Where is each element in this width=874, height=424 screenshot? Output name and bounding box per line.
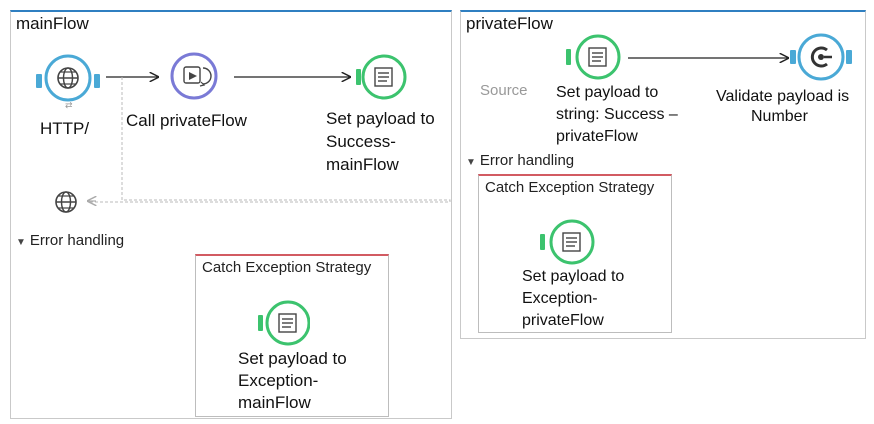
set-payload-main-label-3: mainFlow xyxy=(326,155,399,174)
call-private-flow-node[interactable] xyxy=(166,52,226,102)
flow-reference-icon xyxy=(170,52,218,100)
set-payload-private-label-2: string: Success – xyxy=(556,106,678,123)
validate-payload-node[interactable] xyxy=(790,32,854,82)
http-listener-node[interactable]: ⇄ xyxy=(36,54,100,111)
http-response-node[interactable] xyxy=(54,190,78,214)
connector-return xyxy=(90,77,451,203)
main-catch-title: Catch Exception Strategy xyxy=(202,259,372,276)
private-exception-label-2: Exception- xyxy=(522,290,598,307)
private-catch-title: Catch Exception Strategy xyxy=(485,179,655,196)
validate-payload-label-1: Validate payload is xyxy=(716,88,850,105)
globe-icon xyxy=(55,191,77,213)
main-error-handling-label: Error handling xyxy=(29,232,125,249)
source-placeholder: Source xyxy=(480,82,528,99)
set-payload-main-node[interactable] xyxy=(356,52,408,104)
main-error-handling-toggle[interactable]: ▼Error handling xyxy=(16,232,124,249)
collapse-triangle-icon: ▼ xyxy=(466,157,476,168)
set-payload-private-node[interactable] xyxy=(566,33,628,83)
set-payload-main-label-1: Set payload to xyxy=(326,109,435,128)
main-flow-title: mainFlow xyxy=(16,14,89,33)
call-private-flow-label: Call privateFlow xyxy=(126,111,247,130)
collapse-triangle-icon: ▼ xyxy=(16,237,26,248)
set-payload-icon xyxy=(566,34,621,80)
validate-payload-label-2: Number xyxy=(751,108,808,125)
private-exception-label-1: Set payload to xyxy=(522,268,625,285)
set-payload-icon xyxy=(540,219,595,265)
main-exception-label-2: Exception- xyxy=(238,371,319,390)
private-error-handling-label: Error handling xyxy=(479,152,575,169)
svg-text:⇄: ⇄ xyxy=(65,101,73,110)
set-payload-private-exception-node[interactable] xyxy=(540,218,602,268)
set-payload-icon xyxy=(258,300,311,346)
main-exception-label-3: mainFlow xyxy=(238,393,311,412)
set-payload-main-exception-node[interactable] xyxy=(258,298,311,350)
main-exception-label-1: Set payload to xyxy=(238,349,347,368)
globe-icon: ⇄ xyxy=(36,54,100,111)
set-payload-main-label-2: Success- xyxy=(326,132,396,151)
private-exception-label-3: privateFlow xyxy=(522,312,604,329)
http-label: HTTP/ xyxy=(40,119,90,138)
private-error-handling-toggle[interactable]: ▼Error handling xyxy=(466,152,574,169)
private-flow-title: privateFlow xyxy=(466,14,553,33)
validator-icon xyxy=(790,33,852,81)
set-payload-private-label-1: Set payload to xyxy=(556,84,659,101)
set-payload-private-label-3: privateFlow xyxy=(556,128,638,145)
set-payload-icon xyxy=(356,54,407,100)
